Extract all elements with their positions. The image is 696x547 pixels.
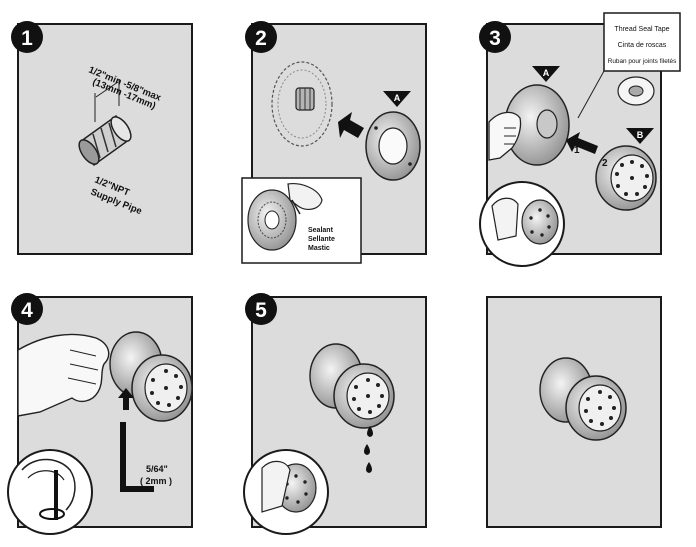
callout-a-marker-3	[532, 66, 560, 82]
step-1-number: 1	[21, 27, 33, 50]
sealant-label-en: Sealant	[308, 227, 334, 234]
tape-label-fr: Ruban pour joints filetés	[608, 58, 677, 65]
hand-holding-plate	[488, 84, 570, 166]
wrench-metric-label: ( 2mm )	[140, 476, 172, 486]
detail-inset-circle-4	[7, 449, 93, 535]
step-arrow-1-label: 1	[574, 145, 580, 156]
step-2-panel: A Sealant Sellante Mastic	[241, 23, 427, 264]
wall-opening-illustration	[271, 61, 333, 147]
callout-a-marker	[383, 91, 411, 107]
hand-tightening	[17, 333, 110, 417]
hex-wrench	[120, 422, 154, 492]
sealant-label-es: Sellante	[308, 236, 335, 243]
install-direction-arrow	[338, 112, 364, 138]
step-4-number: 4	[21, 299, 33, 322]
step-5-panel	[243, 296, 427, 535]
step-5-number: 5	[255, 299, 267, 322]
water-drops	[364, 426, 373, 473]
thread-tape-box	[577, 12, 681, 119]
sealant-inset	[241, 177, 362, 264]
step-4-panel: 5/64" ( 2mm )	[7, 296, 193, 535]
step-1-panel: 1/2"min -5/8"max (13mm -17mm) 1/2"NPT Su…	[17, 23, 193, 255]
final-result-panel	[486, 296, 662, 528]
callout-a-label-3: A	[543, 68, 550, 78]
tape-label-es: Cinta de roscas	[618, 42, 667, 49]
step-arrow-1	[566, 132, 598, 154]
step-3-panel: Thread Seal Tape Cinta de roscas Ruban p…	[479, 12, 681, 267]
step-1-badge: 1	[11, 21, 43, 53]
detail-inset-circle-5	[243, 449, 329, 535]
sealant-label-fr: Mastic	[308, 245, 330, 252]
escutcheon-plate	[365, 111, 421, 181]
step-2-badge: 2	[245, 21, 277, 53]
step-4-badge: 4	[11, 293, 43, 325]
step-5-badge: 5	[245, 293, 277, 325]
shower-body-jet	[595, 145, 657, 211]
hex-key-arrow	[118, 388, 134, 410]
installed-body-jet	[539, 357, 627, 441]
supply-pipe-illustration	[78, 79, 132, 167]
tape-label-en: Thread Seal Tape	[614, 26, 669, 33]
callout-a-label: A	[394, 93, 401, 103]
step-2-number: 2	[255, 27, 267, 50]
wrench-size-label: 5/64"	[146, 464, 168, 474]
shower-body-jet-5	[309, 343, 395, 429]
step-arrow-2-label: 2	[602, 158, 608, 169]
shower-body-jet-4	[109, 331, 193, 422]
detail-inset-circle	[479, 181, 565, 267]
step-3-number: 3	[489, 27, 501, 50]
step-3-badge: 3	[479, 21, 511, 53]
callout-b-marker	[626, 128, 654, 144]
callout-b-label: B	[637, 130, 644, 140]
